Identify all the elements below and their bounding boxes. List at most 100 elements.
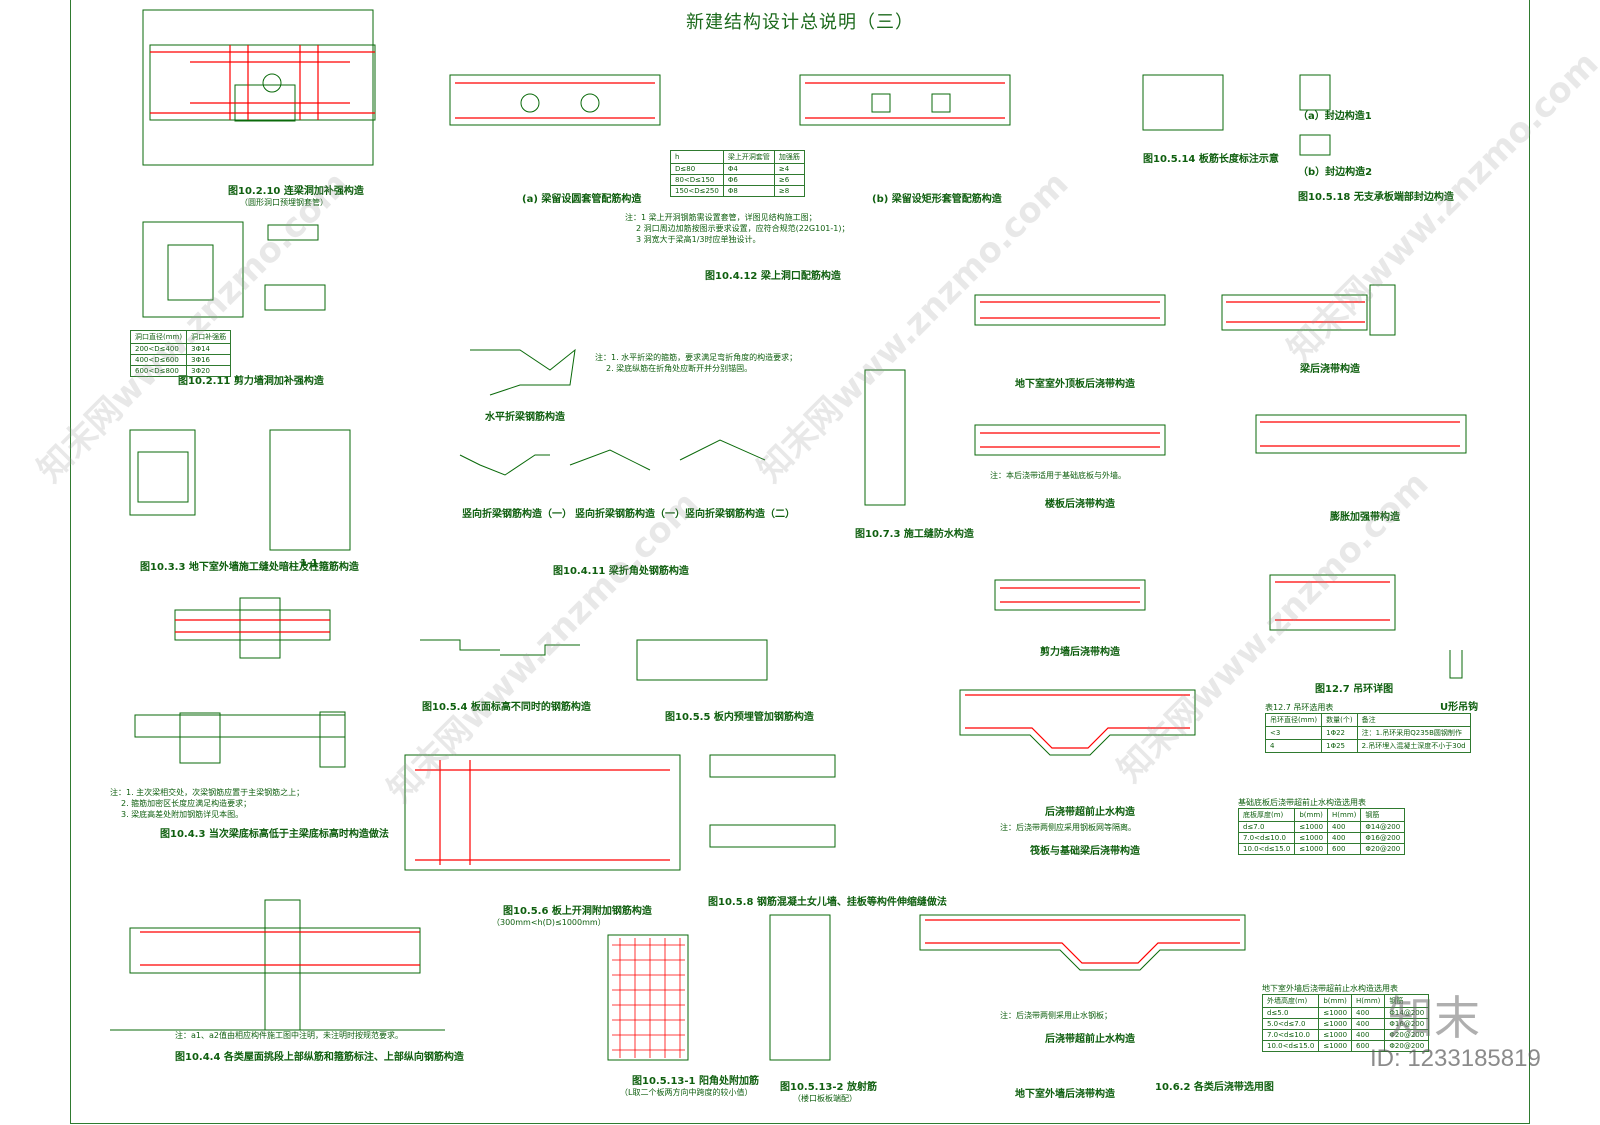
table-cell: ≤1000 xyxy=(1318,1007,1353,1019)
caption-shearwall-post-pour: 剪力墙后浇带构造 xyxy=(1040,647,1120,658)
caption-fig-10-5-13-1: 图10.5.13-1 阳角处附加筋 xyxy=(632,1076,759,1087)
table-header: 加强筋 xyxy=(773,150,805,164)
caption-fig-10-5-14: 图10.5.14 板筋长度标注示意 xyxy=(1143,154,1279,165)
table-cell: 150<D≤250 xyxy=(670,185,724,197)
table-title: 地下室外墙后浇带超前止水构造选用表 xyxy=(1262,984,1398,993)
note-line: 注：本后浇带适用于基础底板与外墙。 xyxy=(990,471,1126,480)
table-cell: 400 xyxy=(1327,821,1362,833)
caption-fig-10-4-11: 图10.4.11 梁折角处钢筋构造 xyxy=(553,566,689,577)
caption-fig-10-5-8: 图10.5.8 钢筋混凝土女儿墙、挂板等构件伸缩缝做法 xyxy=(708,897,947,908)
caption-fig-10-5-5: 图10.5.5 板内预埋管加钢筋构造 xyxy=(665,712,814,723)
caption-fig-10-5-13-2: 图10.5.13-2 放射筋 xyxy=(780,1082,877,1093)
caption-wall-post-pour: 地下室外墙后浇带构造 xyxy=(1015,1089,1115,1100)
caption-roof-post-pour: 地下室室外顶板后浇带构造 xyxy=(1015,379,1135,390)
table-header: b(mm) xyxy=(1294,808,1329,822)
caption-fig-10-2-10: 图10.2.10 连梁洞加补强构造 xyxy=(228,186,364,197)
table-header: 吊环直径(mm) xyxy=(1264,713,1323,727)
caption-fig-12-7: 图12.7 吊环详图 xyxy=(1315,684,1394,695)
table-header: H(mm) xyxy=(1351,994,1386,1008)
caption-fig-10-4-4: 图10.4.4 各类屋面挑段上部纵筋和箍筋标注、上部纵向钢筋构造 xyxy=(175,1052,464,1063)
subcaption-fig-10-5-6: （300mm<h(D)≤1000mm） xyxy=(492,918,606,927)
slab-mesh xyxy=(612,938,685,1058)
table-cell: 400 xyxy=(1327,832,1362,844)
caption-fig-10-2-11: 图10.2.11 剪力墙洞加补强构造 xyxy=(178,376,324,387)
fig-10-2-10-frame xyxy=(142,9,374,166)
table-cell: Φ20@200 xyxy=(1360,843,1406,855)
table-cell: ≥6 xyxy=(773,174,805,186)
table-header: H(mm) xyxy=(1327,808,1362,822)
brand-logo: 知末 xyxy=(1388,991,1480,1045)
note-line: 2. 梁底纵筋在折角处应断开并分别锚固。 xyxy=(606,364,753,373)
caption-10-6-2: 10.6.2 各类后浇带选用图 xyxy=(1155,1082,1274,1093)
caption-raft-post-pour: 筏板与基础梁后浇带构造 xyxy=(1030,846,1140,857)
caption-fig-10-5-4: 图10.5.4 板面标高不同时的钢筋构造 xyxy=(422,702,591,713)
table-cell: 400 xyxy=(1351,1018,1386,1030)
caption-slab-post-pour: 楼板后浇带构造 xyxy=(1045,499,1115,510)
note-line: 2 洞口周边加筋按图示要求设置，应符合规范(22G101-1)； xyxy=(636,224,850,233)
table-cell: ≤1000 xyxy=(1318,1029,1353,1041)
caption-waterstop-2: 后浇带超前止水构造 xyxy=(1045,1034,1135,1045)
sheet-border xyxy=(70,0,1530,1124)
caption-beam-rect-sleeve: (b) 梁留设矩形套管配筋构造 xyxy=(872,194,1002,205)
table-cell: Φ8 xyxy=(722,185,775,197)
table-cell: 2.吊环埋入混凝土深度不小于30d xyxy=(1356,739,1471,753)
caption-waterstop-1: 后浇带超前止水构造 xyxy=(1045,807,1135,818)
subcaption-fig-10-2-10: （圆形洞口预埋钢套管） xyxy=(240,198,328,207)
table-header: 钢筋 xyxy=(1360,808,1406,822)
table-header: 外墙高度(m) xyxy=(1261,994,1320,1008)
table-cell: 80<D≤150 xyxy=(670,174,724,186)
note-line: 3. 梁底高差处附加钢筋详见本图。 xyxy=(121,810,244,819)
rebar-lines xyxy=(140,45,1460,966)
table-header: 底板厚度(m) xyxy=(1237,808,1296,822)
table-cell: 1Φ25 xyxy=(1321,739,1358,753)
table-cell: 600<D≤800 xyxy=(129,365,188,377)
table-cell: Φ14@200 xyxy=(1360,821,1406,833)
caption-seal-2: （b）封边构造2 xyxy=(1298,167,1373,178)
note-line: 注：后浇带两侧应采用钢板网等隔离。 xyxy=(1000,823,1136,832)
table-cell: ≤1000 xyxy=(1294,821,1329,833)
caption-expansion-band: 膨胀加强带构造 xyxy=(1330,512,1400,523)
table-cell: ≤1000 xyxy=(1294,832,1329,844)
table-cell: 4 xyxy=(1264,739,1323,753)
image-id: ID: 1233185819 xyxy=(1370,1045,1541,1072)
caption-fig-10-5-18: 图10.5.18 无支承板端部封边构造 xyxy=(1298,192,1454,203)
table-cell: 7.0<d≤10.0 xyxy=(1261,1029,1320,1041)
table-cell: 400 xyxy=(1351,1029,1386,1041)
table-cell: 600 xyxy=(1327,843,1362,855)
table-cell: 600 xyxy=(1351,1040,1386,1052)
caption-fig-10-4-12: 图10.4.12 梁上洞口配筋构造 xyxy=(705,271,841,282)
subcaption-fig-10-5-13-2: （楼口板板端配） xyxy=(793,1094,857,1103)
table-cell: 3Φ20 xyxy=(186,365,232,377)
caption-vertical-fold-2: 竖向折梁钢筋构造（二） xyxy=(685,509,795,520)
table-header: 数量(个) xyxy=(1321,713,1358,727)
caption-fig-10-4-3: 图10.4.3 当次梁底标高低于主梁底标高时构造做法 xyxy=(160,829,389,840)
caption-beam-post-pour: 梁后浇带构造 xyxy=(1300,364,1360,375)
table-cell: 7.0<d≤10.0 xyxy=(1237,832,1296,844)
caption-fig-10-3-3: 图10.3.3 地下室外墙施工缝处暗柱及柱箍筋构造 xyxy=(140,562,359,573)
caption-fig-10-7-3: 图10.7.3 施工缝防水构造 xyxy=(855,529,974,540)
table-cell: ≤1000 xyxy=(1294,843,1329,855)
table-cell: 5.0<d≤7.0 xyxy=(1261,1018,1320,1030)
note-line: 注：1 梁上开洞钢筋需设置套管，详图见结构施工图； xyxy=(625,213,817,222)
table-cell: ≥8 xyxy=(773,185,805,197)
caption-beam-round-sleeve: (a) 梁留设圆套管配筋构造 xyxy=(522,194,642,205)
note-line: 注：1. 水平折梁的箍筋，要求满足弯折角度的构造要求； xyxy=(595,353,798,362)
table-cell: ≤1000 xyxy=(1318,1040,1353,1052)
table-title: 基础底板后浇带超前止水构造选用表 xyxy=(1238,798,1366,807)
sheet-title: 新建结构设计总说明（三） xyxy=(686,12,914,33)
caption-1-1: 1-1 xyxy=(300,558,319,569)
caption-vertical-fold-1: 竖向折梁钢筋构造（一） xyxy=(462,509,572,520)
subcaption-fig-10-5-13-1: （L取二个板两方向中跨度的较小值） xyxy=(620,1088,753,1097)
table-cell: D≤80 xyxy=(670,163,724,175)
table-cell: 10.0<d≤15.0 xyxy=(1237,843,1296,855)
caption-seal-1: （a）封边构造1 xyxy=(1298,111,1372,122)
table-cell: 400 xyxy=(1351,1007,1386,1019)
table-cell: Φ16@200 xyxy=(1360,832,1406,844)
table-header: b(mm) xyxy=(1318,994,1353,1008)
